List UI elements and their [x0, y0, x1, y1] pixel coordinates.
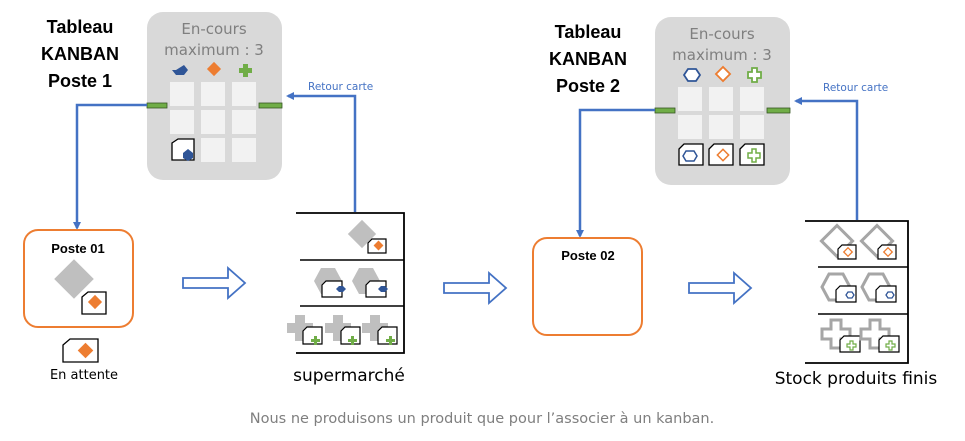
hexagon-icon	[172, 65, 188, 75]
product-cross-gray	[287, 315, 313, 341]
return-card-arrow-1	[286, 92, 357, 212]
station2-label: Poste 02	[561, 248, 614, 263]
board2-title-line1: Tableau	[555, 22, 622, 42]
flow-arrow-2	[443, 271, 508, 305]
diamond-icon	[87, 294, 103, 310]
product-cross-gray	[325, 315, 351, 341]
supermarket-shelf	[287, 212, 405, 354]
board1-title-line1: Tableau	[47, 17, 114, 37]
kanban-card-hexagon[interactable]	[171, 138, 195, 161]
station-2: Poste 02	[532, 237, 643, 336]
board1-title: Tableau KANBAN Poste 1	[41, 17, 119, 91]
board2-limit-line2: maximum : 3	[672, 46, 772, 64]
board2-card-slot-out	[766, 107, 791, 114]
station1-waiting-label: En attente	[50, 368, 118, 383]
board2-grid	[678, 87, 764, 139]
kanban-card-cross-outline[interactable]	[739, 143, 765, 166]
kanban-board-1: En-cours maximum : 3	[146, 12, 283, 180]
diamond-icon	[373, 240, 384, 251]
cross-icon	[239, 64, 252, 77]
board1-grid	[170, 82, 256, 162]
board2-title: Tableau KANBAN Poste 2	[549, 22, 627, 96]
kanban-card-hexagon-outline[interactable]	[678, 143, 704, 166]
board2-title-line2: KANBAN	[549, 49, 627, 69]
board1-title-line2: KANBAN	[41, 44, 119, 64]
kanban-card-diamond-outline[interactable]	[708, 143, 734, 166]
diamond-outline-icon	[714, 65, 732, 83]
card-flow-arrow-to-station2	[576, 108, 655, 238]
card-flow-arrow-to-station1	[73, 103, 147, 230]
product-cross-gray	[362, 315, 388, 341]
station2-box	[532, 237, 643, 336]
cross-outline-icon	[747, 67, 762, 83]
board1-card-slot-out	[258, 102, 283, 109]
board2-card-slot-in	[654, 107, 676, 114]
kanban-board-2: En-cours maximum : 3	[654, 17, 791, 185]
board2-limit-line1: En-cours	[689, 25, 754, 43]
flow-arrow-1	[182, 266, 247, 300]
waiting-card	[62, 338, 99, 363]
board1-card-slot-in	[146, 102, 168, 109]
shelf-frame	[296, 212, 405, 354]
flow-arrow-3	[688, 271, 753, 305]
finished-stock-shelf	[805, 220, 909, 364]
caption: Nous ne produisons un produit que pour l…	[250, 411, 714, 427]
board2-title-line3: Poste 2	[556, 76, 620, 96]
finished-stock-label: Stock produits finis	[775, 369, 938, 389]
board1-limit-line2: maximum : 3	[164, 41, 264, 59]
hexagon-outline-icon	[682, 68, 702, 82]
board1-limit-line1: En-cours	[181, 20, 246, 38]
board1-title-line3: Poste 1	[48, 71, 112, 91]
board2-return-label: Retour carte	[823, 82, 888, 94]
shelf-frame	[805, 220, 909, 364]
return-card-arrow-2	[794, 97, 859, 220]
supermarket-label: supermarché	[293, 366, 405, 386]
station-1: Poste 01	[23, 229, 134, 328]
station1-label: Poste 01	[51, 241, 104, 256]
board1-return-label: Retour carte	[308, 81, 373, 93]
